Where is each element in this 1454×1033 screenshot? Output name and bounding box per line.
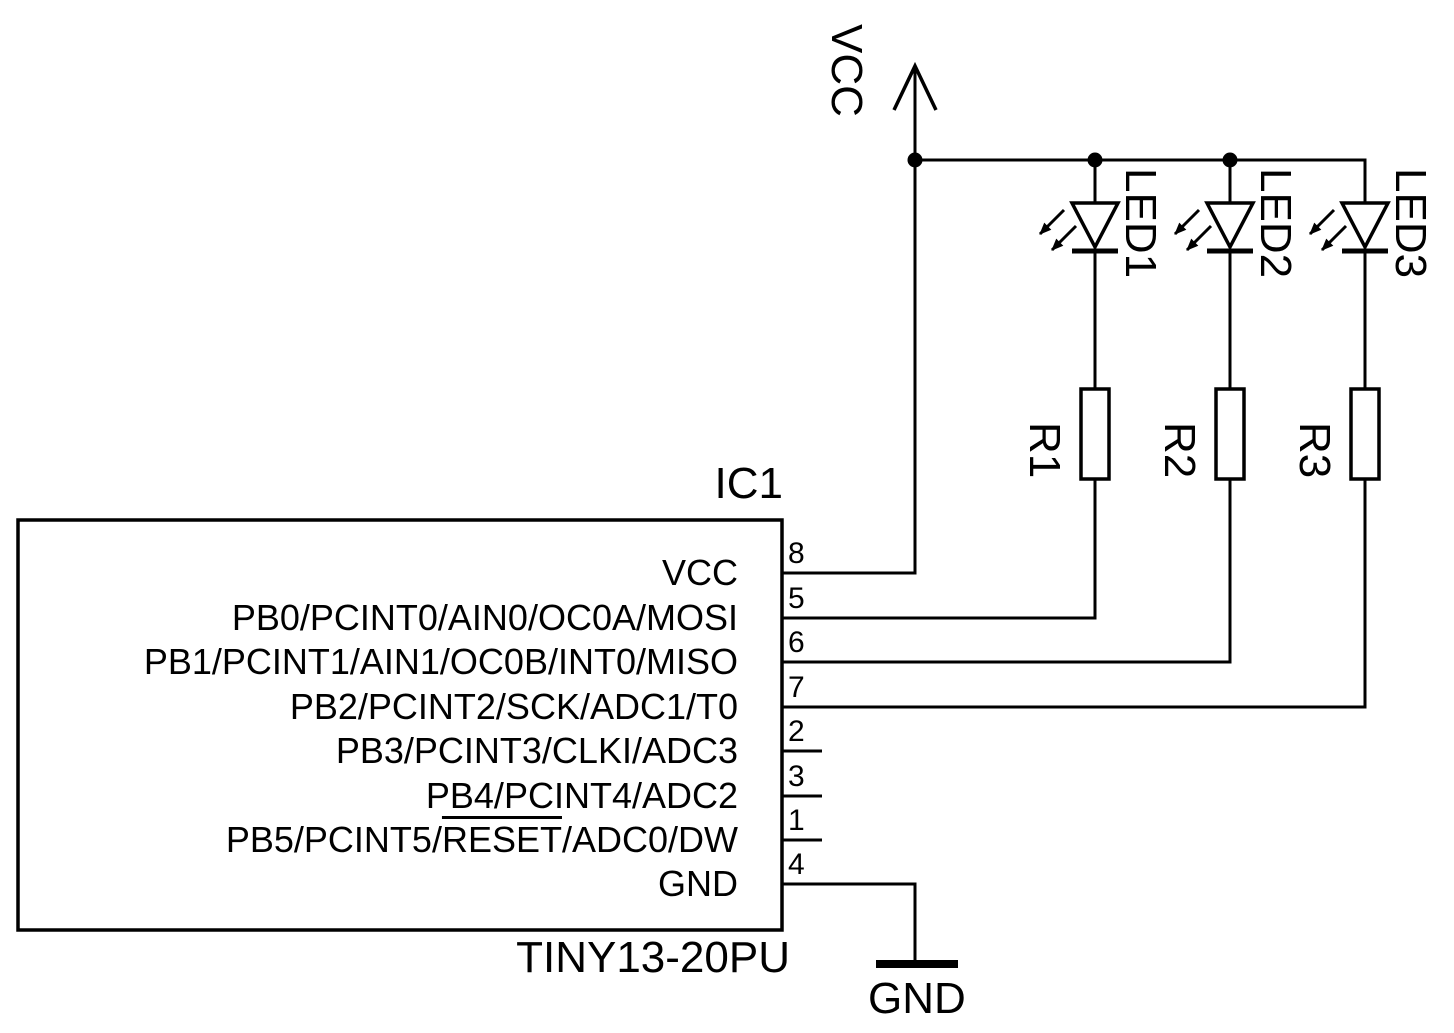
wire-r3-pin7 [782,478,1367,709]
pin-number-8: 8 [788,537,805,570]
led-emission-arrow-icon [1173,208,1201,236]
ic-body [16,518,784,932]
pin-label-pb4: PB4/PCINT4/ADC2 [425,775,738,816]
wire-r1-pin5 [782,478,1097,620]
led3-label: LED3 [1386,168,1435,279]
vcc-label: VCC [822,24,871,117]
junction-dot [907,152,923,168]
pin-number-5: 5 [788,582,805,615]
vcc-arrow-icon [892,61,938,111]
r2-label: R2 [1155,422,1204,479]
junction-dot [1222,152,1238,168]
led-symbol-led3 [1308,201,1391,254]
pin-label-vcc: VCC [661,552,738,593]
wire-r2-pin6 [782,478,1232,664]
led1-label: LED1 [1116,168,1165,279]
pin-number-7: 7 [788,671,805,704]
pin-label-gnd: GND [658,863,738,904]
wire-pin8-vcc [782,66,917,575]
pin-number-3: 3 [788,760,805,793]
pin-label-pb5-prefix: PB5/PCINT5/ [225,819,442,860]
ic-designator: IC1 [714,459,783,508]
led-triangle-icon [1339,201,1391,251]
pin-label-pb3: PB3/PCINT3/CLKI/ADC3 [335,730,738,771]
pin-number-6: 6 [788,626,805,659]
resistor-body-r2 [1214,387,1246,481]
wire-pin4-gnd [782,882,917,964]
pin-number-2: 2 [788,715,805,748]
led-symbol-led1 [1038,201,1121,254]
pin-number-4: 4 [788,848,805,881]
pin-label-pb5: PB5/PCINT5/RESET/ADC0/DW [226,818,738,862]
led-emission-arrow-icon [1320,224,1348,252]
junction-dot [1087,152,1103,168]
wire-vcc-rail [915,158,1367,204]
resistor-body-r1 [1079,387,1111,481]
led-triangle-icon [1069,201,1121,251]
led2-label: LED2 [1251,168,1300,279]
pin-label-pb0: PB0/PCINT0/AIN0/OC0A/MOSI [231,597,738,638]
led-triangle-icon [1204,201,1256,251]
pin-label-pb1: PB1/PCINT1/AIN1/OC0B/INT0/MISO [143,641,738,682]
led-emission-arrow-icon [1038,208,1066,236]
led-symbol-led2 [1173,201,1256,254]
led-emission-arrow-icon [1308,208,1336,236]
led-emission-arrow-icon [1185,224,1213,252]
pin-label-pb5-reset: RESET [441,819,562,860]
r3-label: R3 [1290,422,1339,479]
gnd-label: GND [868,974,966,1023]
led-emission-arrow-icon [1050,224,1078,252]
pin-label-pb5-suffix: /ADC0/DW [561,819,738,860]
r1-label: R1 [1020,422,1069,479]
resistor-body-r3 [1349,387,1381,481]
pin-number-1: 1 [788,804,805,837]
ic-part-number: TINY13-20PU [516,933,790,982]
pin-label-pb2: PB2/PCINT2/SCK/ADC1/T0 [289,686,738,727]
